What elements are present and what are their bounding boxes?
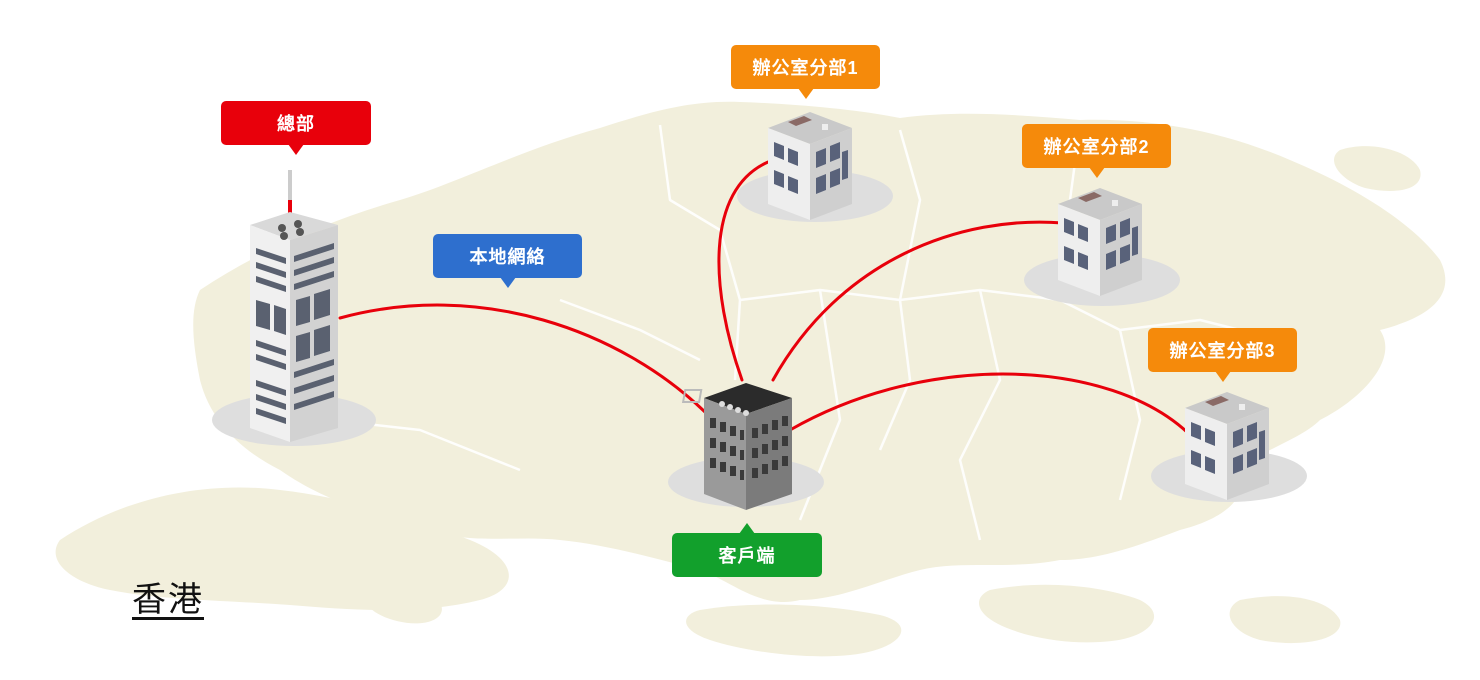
region-label: 香港 <box>132 580 204 620</box>
branch2-building <box>1058 188 1142 296</box>
branch2-label: 辦公室分部2 <box>1022 124 1171 178</box>
client-building <box>681 383 792 510</box>
client-label: 客戶端 <box>672 523 822 577</box>
branch3-building <box>1185 392 1269 500</box>
link-client-branch3 <box>788 372 1190 435</box>
hq-building <box>250 170 338 442</box>
link-client-branch1 <box>717 160 770 382</box>
network-links <box>338 160 1190 435</box>
hq-label: 總部 <box>221 101 371 155</box>
branch1-label: 辦公室分部1 <box>731 45 880 99</box>
link-client-branch2 <box>771 220 1065 382</box>
link-hq-client <box>338 303 707 414</box>
branch3-label: 辦公室分部3 <box>1148 328 1297 382</box>
branch1-building <box>768 112 852 220</box>
local-network-label: 本地網絡 <box>433 234 582 288</box>
